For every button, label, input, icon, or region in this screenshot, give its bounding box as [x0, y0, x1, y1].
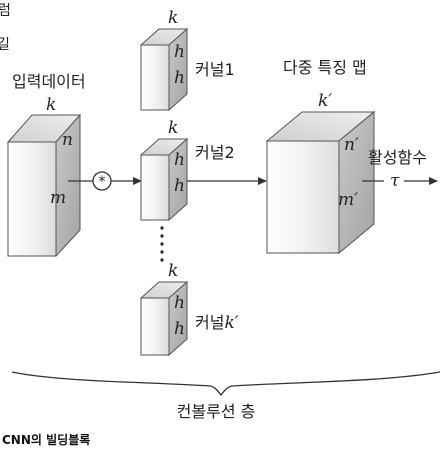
kernel-k-prime-h-top: h: [174, 293, 185, 313]
input-depth-k: k: [46, 95, 56, 115]
kernel-ellipsis-dots: [160, 226, 164, 262]
kernel-1-label: 커널1: [195, 60, 235, 79]
kernel-1-h-top: h: [174, 42, 185, 62]
feature-map-depth-k-prime: k′: [318, 91, 332, 111]
clipped-text-fragment: 럼: [0, 3, 11, 19]
kernel-1-block: [139, 27, 189, 112]
layer-brace: [11, 371, 441, 397]
kernel-k-prime-h-bottom: h: [174, 319, 185, 339]
input-data-label: 입력데이터: [12, 72, 86, 91]
kernel-2-h-top: h: [174, 150, 185, 170]
kernel-2-label: 커널2: [195, 143, 235, 162]
input-front-m: m: [50, 188, 66, 208]
input-side-n: n: [62, 130, 73, 150]
feature-map-label: 다중 특징 맵: [283, 58, 367, 77]
kernel-k-prime-label: 커널k′: [195, 313, 239, 333]
figure-caption: CNN의 빌딩블록: [2, 432, 90, 447]
kernel-2-h-bottom: h: [174, 176, 185, 196]
kernel-k-prime-block: [139, 280, 189, 357]
kernel-1-depth-k: k: [168, 8, 178, 28]
kernel-2-block: [139, 137, 189, 222]
convolution-layer-label: 컨볼루션 층: [177, 402, 256, 421]
feature-map-side-n-prime: n′: [344, 135, 359, 155]
kernel-k-prime-depth-k: k: [168, 261, 178, 281]
feature-map-block: [265, 110, 376, 255]
feature-map-front-m-prime: m′: [338, 190, 358, 210]
activation-label: 활성함수: [368, 148, 427, 167]
convolution-symbol: *: [99, 174, 106, 190]
activation-tau: τ: [390, 171, 400, 191]
clipped-text-fragment: 길: [0, 37, 10, 53]
input-data-block: [6, 113, 82, 258]
kernel-1-h-bottom: h: [174, 68, 185, 88]
kernel-2-depth-k: k: [168, 118, 178, 138]
